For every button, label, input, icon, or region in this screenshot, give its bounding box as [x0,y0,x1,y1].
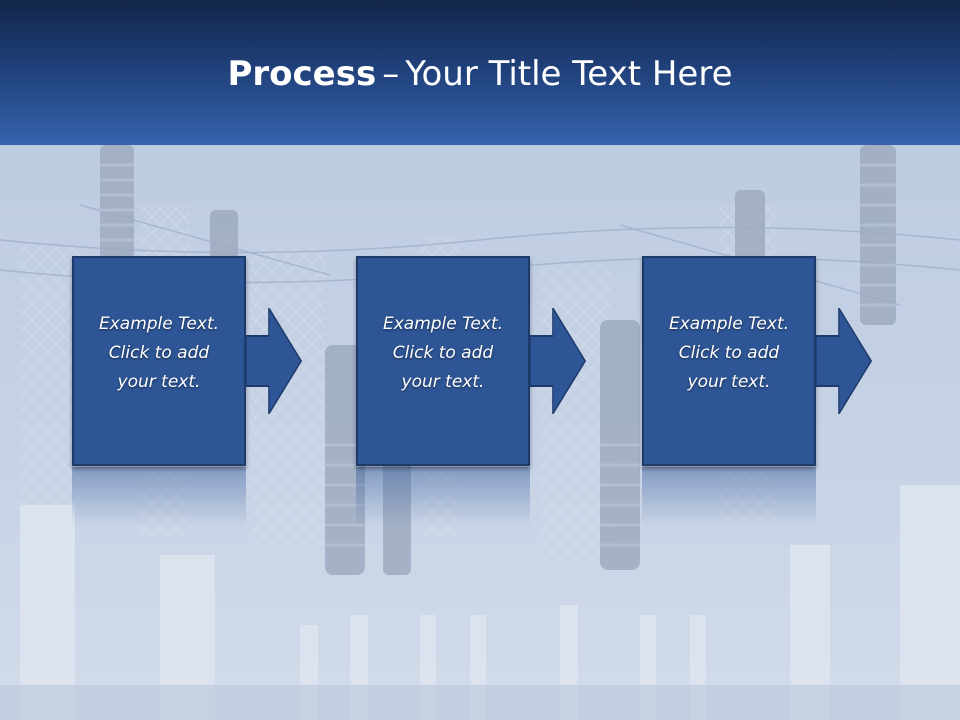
step-line-2: Click to add [108,343,210,363]
step-line-3: your text. [401,372,485,392]
step-box [72,256,246,466]
step-line-1: Example Text. [98,314,220,334]
title-separator: – [382,54,400,94]
process-step-1[interactable]: Example Text. Click to add your text. [72,256,246,466]
process-step-3[interactable]: Example Text. Click to add your text. [642,256,816,466]
arrow-right-icon [816,308,872,414]
process-step-2[interactable]: Example Text. Click to add your text. [356,256,530,466]
step-line-2: Click to add [392,343,494,363]
step-2-reflection [356,467,530,527]
arrow-right-icon [530,308,586,414]
title-bar: Process–Your Title Text Here [0,0,960,145]
step-line-3: your text. [117,372,201,392]
step-line-3: your text. [687,372,771,392]
step-box [356,256,530,466]
arrow-right-icon [246,308,302,414]
step-3-reflection [642,467,816,527]
title-text: Your Title Text Here [405,54,733,94]
step-line-1: Example Text. [382,314,504,334]
step-text[interactable]: Example Text. Click to add your text. [642,310,816,397]
step-text[interactable]: Example Text. Click to add your text. [72,310,246,397]
step-line-1: Example Text. [668,314,790,334]
step-line-2: Click to add [678,343,780,363]
step-text[interactable]: Example Text. Click to add your text. [356,310,530,397]
step-1-reflection [72,467,246,527]
title-bold-text: Process [227,54,377,94]
slide-title[interactable]: Process–Your Title Text Here [0,50,960,98]
step-box [642,256,816,466]
